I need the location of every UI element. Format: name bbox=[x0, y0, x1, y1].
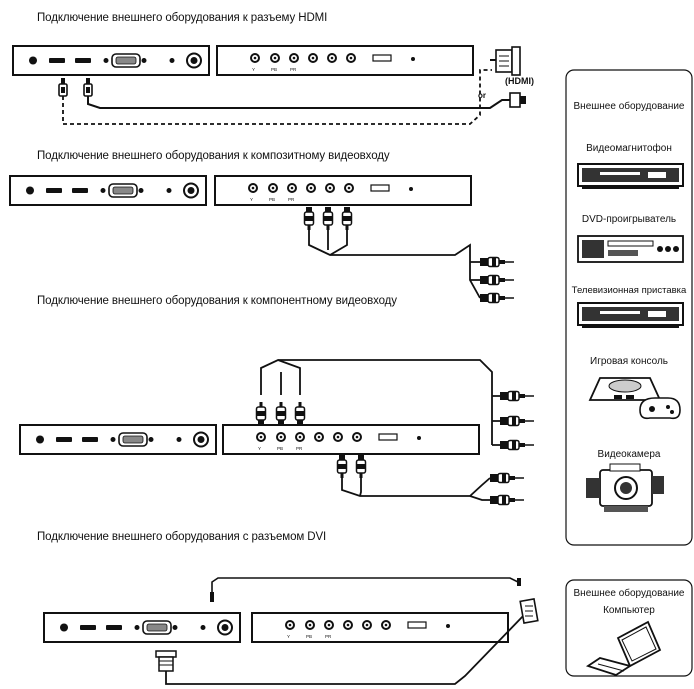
sidebar-header: Внешнее оборудование bbox=[573, 101, 685, 112]
svg-text:PR: PR bbox=[290, 67, 297, 72]
svg-text:Y: Y bbox=[252, 67, 255, 72]
computer-label: Компьютер bbox=[603, 605, 655, 616]
hdmi-label: (HDMI) bbox=[505, 76, 534, 86]
svg-text:PB: PB bbox=[277, 446, 283, 451]
svg-text:Y: Y bbox=[287, 634, 290, 639]
composite-section: Y PB PR bbox=[9, 175, 515, 304]
component-section-title: Подключение внешнего оборудования к комп… bbox=[37, 295, 397, 307]
svg-text:Y: Y bbox=[250, 197, 253, 202]
tv-panel-right bbox=[216, 45, 474, 76]
laptop-icon bbox=[585, 620, 662, 676]
vga-plug bbox=[155, 650, 177, 672]
or-label: or bbox=[478, 91, 486, 100]
svg-text:PB: PB bbox=[271, 67, 277, 72]
dvi-section: Y PB PR bbox=[43, 577, 539, 685]
sidebar-item-vcr-label: Видеомагнитофон bbox=[586, 143, 672, 154]
game-console-icon bbox=[588, 377, 681, 420]
tv-panel-left bbox=[43, 612, 241, 643]
svg-text:PR: PR bbox=[325, 634, 332, 639]
tv-panel-left bbox=[19, 424, 217, 455]
computer-box bbox=[565, 579, 693, 677]
composite-section-title: Подключение внешнего оборудования к комп… bbox=[37, 150, 390, 162]
hdmi-section-title: Подключение внешнего оборудования к разъ… bbox=[37, 12, 328, 24]
hdmi-section: Y PB PR (HDMI) or bbox=[12, 45, 534, 125]
computer-box-header: Внешнее оборудование bbox=[573, 588, 685, 599]
dvi-section-title: Подключение внешнего оборудования с разъ… bbox=[37, 531, 327, 543]
hdmi-plug-2 bbox=[83, 77, 93, 97]
svg-text:PB: PB bbox=[269, 197, 275, 202]
tv-panel-right bbox=[251, 612, 509, 643]
hdmi-plug-1 bbox=[58, 77, 68, 97]
tv-panel-right bbox=[214, 175, 472, 206]
hdmi-connector-icon bbox=[509, 92, 521, 108]
svg-text:PB: PB bbox=[306, 634, 312, 639]
camcorder-icon bbox=[586, 463, 664, 512]
svg-text:Y: Y bbox=[258, 446, 261, 451]
dvd-player-icon bbox=[577, 235, 684, 263]
svg-text:PR: PR bbox=[288, 197, 295, 202]
sidebar-item-camcorder-label: Видеокамера bbox=[597, 449, 661, 460]
sidebar-item-stb-label: Телевизионная приставка bbox=[571, 285, 687, 296]
svg-text:PR: PR bbox=[296, 446, 303, 451]
component-section: Y PB PR bbox=[19, 359, 535, 506]
set-top-box-icon bbox=[577, 302, 684, 328]
sidebar-item-console-label: Игровая консоль bbox=[590, 356, 668, 367]
sidebar-item-dvd-label: DVD-проигрыватель bbox=[581, 214, 677, 225]
vcr-icon bbox=[577, 163, 684, 189]
tv-panel-right bbox=[222, 424, 480, 455]
tv-panel-left bbox=[9, 175, 207, 206]
tv-panel-left bbox=[12, 45, 210, 76]
